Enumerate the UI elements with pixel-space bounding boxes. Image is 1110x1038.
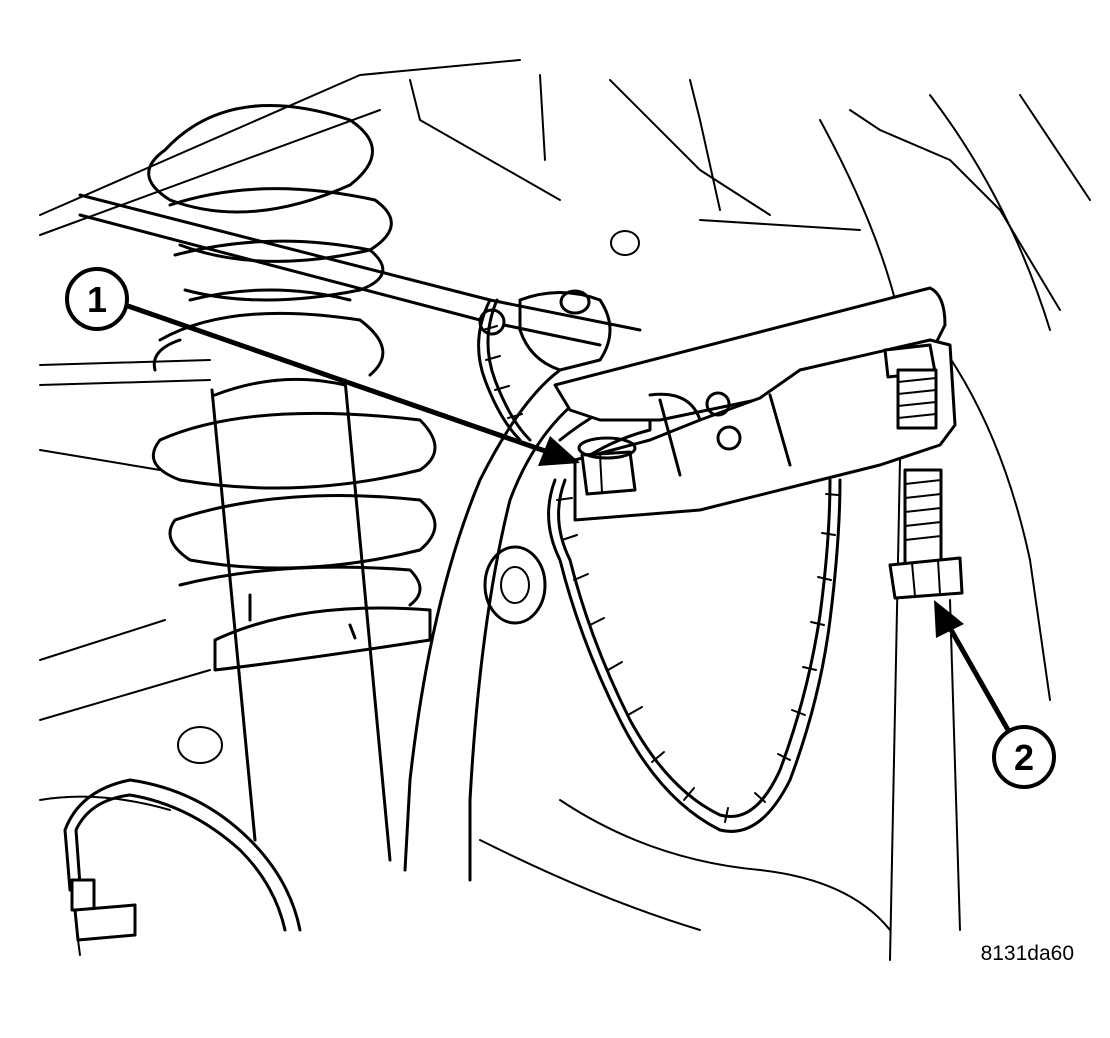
screw-threads [897, 377, 942, 541]
wheel-speed-sensor-wire [63, 778, 302, 956]
callout-2-arrowhead [934, 600, 964, 638]
callout-1: 1 [65, 267, 580, 466]
callout-1-leader [127, 303, 549, 455]
callout-2: 2 [934, 600, 1056, 789]
steering-knuckle [403, 230, 652, 882]
upper-control-arm [78, 193, 642, 347]
tool-safety-chain [477, 298, 842, 833]
chain-links [482, 325, 839, 823]
ball-joint-tool [553, 286, 964, 600]
callout-2-leader [947, 626, 1011, 732]
background-body-panels [39, 59, 1091, 961]
callout-2-number: 2 [1014, 737, 1034, 778]
figure-id: 8131da60 [981, 942, 1074, 965]
callout-1-number: 1 [87, 279, 107, 320]
coil-spring-strut [147, 104, 437, 862]
callout-1-circle [65, 267, 129, 331]
callout-2-circle [992, 725, 1056, 789]
callout-1-arrowhead [538, 436, 580, 466]
